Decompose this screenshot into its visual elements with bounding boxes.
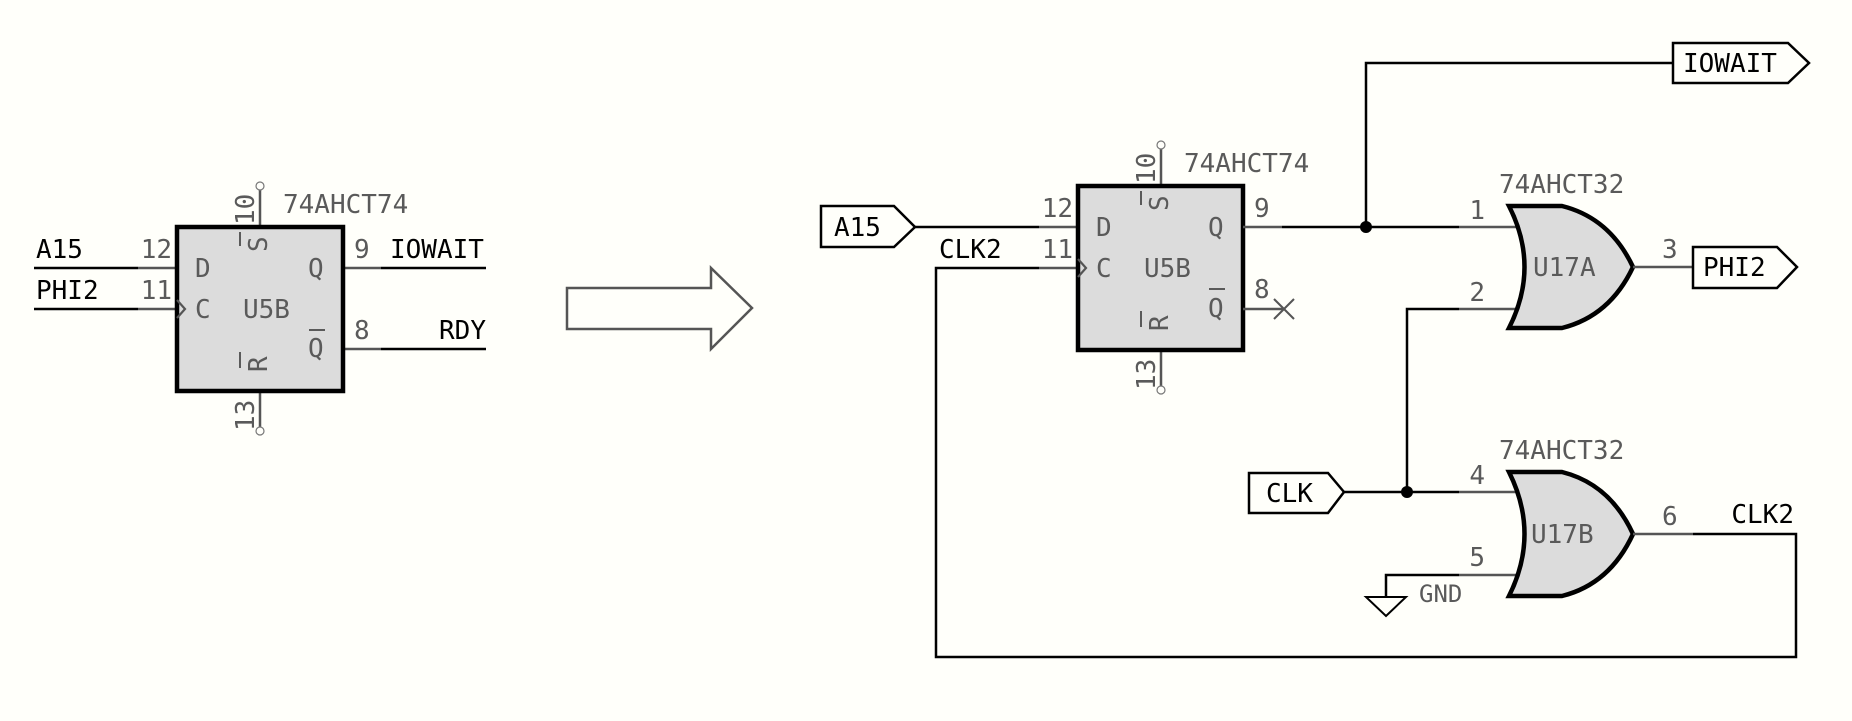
gnd-label: GND: [1419, 580, 1462, 608]
no-connect-icon: [1273, 298, 1295, 320]
label-q: Q: [308, 254, 324, 284]
label-q: Q: [1208, 213, 1224, 243]
pin-num-s: 10: [231, 194, 261, 225]
global-label-iowait[interactable]: [1671, 41, 1811, 85]
pin-num-s: 10: [1132, 153, 1162, 184]
pin-s-endpoint: [255, 181, 265, 191]
pin-num-c: 11: [1042, 235, 1073, 265]
part-number-u17b: 74AHCT32: [1499, 436, 1624, 466]
global-label-phi2[interactable]: [1691, 245, 1799, 290]
part-number: 74AHCT74: [1184, 149, 1309, 179]
part-number: 74AHCT74: [283, 190, 408, 220]
label-r: R: [244, 356, 274, 372]
net-label-a15: A15: [36, 235, 83, 265]
global-label-clk-text: CLK: [1266, 479, 1313, 509]
label-d: D: [1096, 213, 1112, 243]
flipflop-u5b-body[interactable]: [174, 224, 346, 394]
pin-num-d: 12: [141, 235, 172, 265]
label-s: S: [244, 236, 274, 252]
pin-r-endpoint: [255, 426, 265, 436]
global-label-phi2-text: PHI2: [1703, 253, 1766, 283]
pin-num-d: 12: [1042, 194, 1073, 224]
label-qbar: Q: [308, 334, 324, 364]
ref-designator: U5B: [1144, 254, 1191, 284]
label-c: C: [195, 295, 211, 325]
label-c: C: [1096, 254, 1112, 284]
pin-num-q: 9: [1254, 194, 1270, 224]
wire-clk2-feedback: [934, 266, 1798, 659]
global-label-a15[interactable]: [819, 204, 917, 249]
pin-num-2: 2: [1469, 278, 1485, 308]
pin-num-c: 11: [141, 276, 172, 306]
ref-designator-u17a: U17A: [1533, 253, 1596, 283]
pin-num-qbar: 8: [1254, 275, 1270, 305]
net-label-iowait: IOWAIT: [390, 235, 484, 265]
net-label-clk2-top: CLK2: [939, 235, 1002, 265]
pin-num-4: 4: [1469, 461, 1485, 491]
net-label-rdy: RDY: [439, 316, 486, 346]
ground-icon: [1363, 596, 1409, 618]
global-label-clk[interactable]: [1247, 471, 1346, 515]
global-label-iowait-text: IOWAIT: [1683, 49, 1777, 79]
clock-edge-icon: [1077, 258, 1088, 278]
pin-num-r: 13: [231, 400, 261, 431]
pin-num-1: 1: [1469, 196, 1485, 226]
wire-gnd: [1384, 573, 1459, 597]
global-label-a15-text: A15: [834, 213, 881, 243]
label-d: D: [195, 254, 211, 284]
net-label-clk2-right: CLK2: [1731, 500, 1794, 530]
pin-num-qbar: 8: [354, 316, 370, 346]
pin-num-r: 13: [1132, 359, 1162, 390]
ref-designator: U5B: [243, 295, 290, 325]
pin-num-5: 5: [1469, 543, 1485, 573]
right-arrow-icon: [565, 265, 754, 353]
clock-edge-icon: [176, 299, 187, 319]
net-label-phi2: PHI2: [36, 276, 99, 306]
or-gate-u17a-body[interactable]: [1505, 203, 1636, 331]
wire-iowait: [1364, 61, 1673, 227]
pin-num-3: 3: [1662, 235, 1678, 265]
ref-designator-u17b: U17B: [1531, 520, 1594, 550]
pin-num-q: 9: [354, 235, 370, 265]
wire-clk-to-gate-a: [1405, 307, 1459, 492]
after-circuit: A15 CLK2 12 11 9 8 10 13 74AHCT74 D C Q …: [819, 41, 1811, 659]
pin-num-6: 6: [1662, 502, 1678, 532]
label-qbar: Q: [1208, 294, 1224, 324]
pin-r-endpoint: [1156, 385, 1166, 395]
part-number-u17a: 74AHCT32: [1499, 170, 1624, 200]
before-circuit: A15 PHI2 IOWAIT RDY 12 11 9 8 10 13 74AH…: [34, 181, 486, 436]
or-gate-u17b-body[interactable]: [1505, 469, 1636, 599]
label-s: S: [1145, 195, 1175, 211]
flipflop-u5b-body[interactable]: [1075, 183, 1246, 353]
pin-s-endpoint: [1156, 140, 1166, 150]
label-r: R: [1145, 315, 1175, 331]
junction-dot: [1401, 486, 1413, 498]
